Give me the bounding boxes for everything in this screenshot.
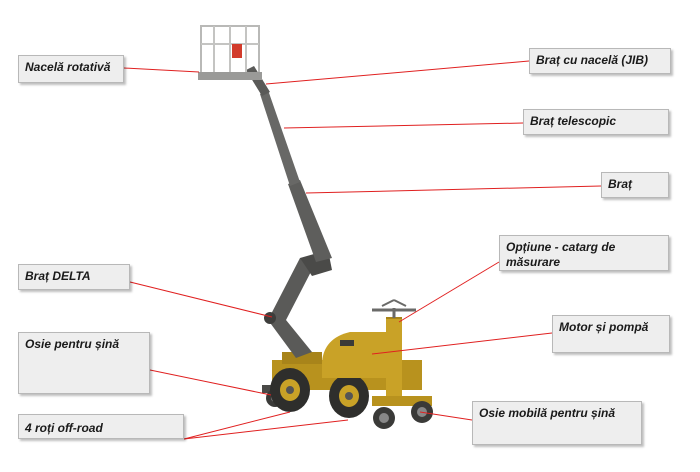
- label-jib-arm: Braț cu nacelă (JIB): [529, 48, 671, 74]
- leader-engine-pump: [371, 332, 553, 355]
- mast-column: [386, 318, 402, 396]
- leader-offroad-1: [183, 411, 291, 440]
- leader-jib-arm: [265, 60, 530, 85]
- label-engine-pump: Motor și pompă: [552, 315, 670, 353]
- rear-offroad-wheel: [270, 368, 310, 412]
- leader-arm: [305, 185, 602, 194]
- label-rail-axle: Osie pentru șină: [18, 332, 150, 394]
- leader-rotating-basket: [123, 67, 200, 73]
- leader-delta-arm: [129, 281, 273, 318]
- leader-rail-axle: [149, 369, 272, 396]
- leader-lines: [123, 60, 602, 440]
- delta-arm: [264, 250, 332, 358]
- leader-telescopic-arm: [283, 122, 524, 129]
- leader-offroad-2: [183, 419, 349, 440]
- label-arm: Braț: [601, 172, 669, 198]
- front-offroad-wheel: [329, 374, 369, 418]
- leader-mobile-rail-axle: [419, 411, 473, 421]
- rotating-basket: [198, 25, 262, 80]
- label-mobile-rail-axle: Osie mobilă pentru șină: [472, 401, 642, 445]
- main-arm: [288, 180, 332, 262]
- label-measuring-mast: Opțiune - catarg de măsurare: [499, 235, 669, 271]
- label-telescopic-arm: Braț telescopic: [523, 109, 669, 135]
- label-delta-arm: Braț DELTA: [18, 264, 130, 290]
- label-offroad-wheels: 4 roți off-road: [18, 414, 184, 439]
- aerial-platform-machine: [198, 25, 433, 429]
- telescopic-arm: [260, 90, 300, 186]
- measuring-mast-head: [372, 299, 416, 318]
- leader-measuring-mast: [398, 261, 500, 323]
- label-rotating-basket: Nacelă rotativă: [18, 55, 124, 83]
